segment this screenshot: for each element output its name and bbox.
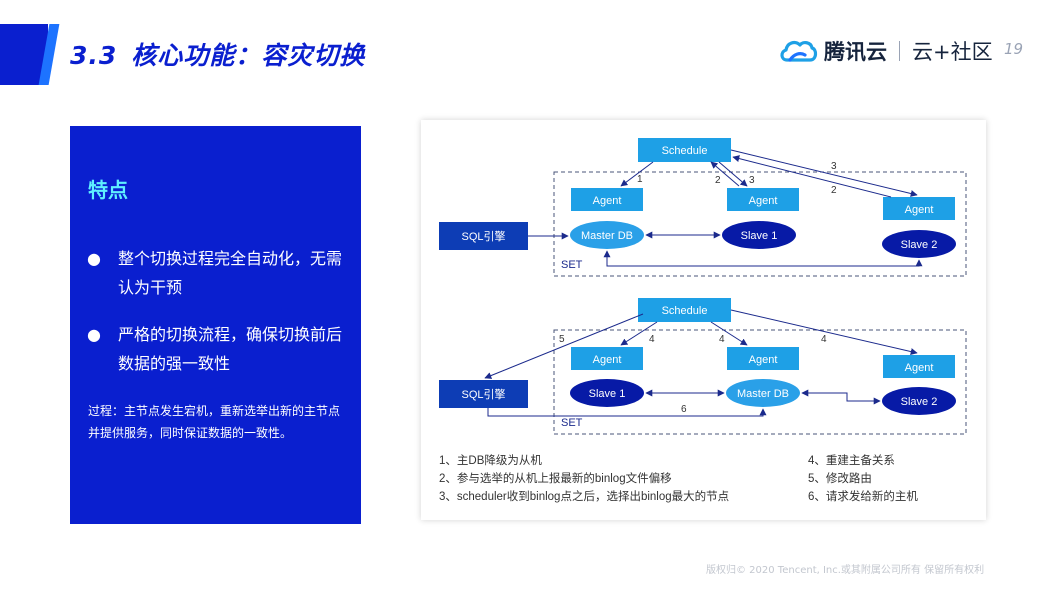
agent-box-bottom-2 (727, 347, 799, 370)
agent-label-bottom-2: Agent (749, 354, 778, 366)
slave-2-label-top: Slave 2 (901, 239, 938, 251)
slave-2-node-bottom (882, 387, 956, 415)
features-panel: 特点 ● 整个切换过程完全自动化，无需认为干预 ● 严格的切换流程，确保切换前后… (70, 126, 361, 524)
step-label-top-2b: 2 (831, 185, 837, 196)
feature-bullet-2: ● 严格的切换流程，确保切换前后数据的强一致性 (87, 320, 347, 378)
arrow-step-3a (718, 161, 748, 187)
arrow-step-1 (620, 161, 654, 187)
schedule-box-top (638, 138, 731, 162)
agent-box-bottom-1 (571, 347, 643, 370)
agent-label-top-1: Agent (593, 195, 622, 207)
section-title: 核心功能：容灾切换 (131, 41, 366, 70)
slave-2-label-bottom: Slave 2 (901, 396, 938, 408)
agent-label-bottom-1: Agent (593, 354, 622, 366)
arrow-step-2a (710, 161, 740, 187)
copyright-footer: 版权归© 2020 Tencent, Inc.或其附属公司所有 保留所有权利 (706, 565, 985, 576)
bullet-icon: ● (87, 249, 101, 268)
feature-bullet-1: ● 整个切换过程完全自动化，无需认为干预 (87, 244, 347, 302)
sql-engine-label-bottom: SQL引擎 (461, 387, 505, 401)
step-label-bottom-6: 6 (681, 404, 687, 415)
brand-logo: 腾讯云 云+社区 (778, 34, 993, 68)
legend-item-4: 4、重建主备关系 (808, 453, 895, 467)
arrow-step-3b (730, 149, 918, 197)
arrow-step-5 (484, 313, 644, 379)
cloud-logo-icon (780, 40, 818, 62)
step-label-top-3b: 3 (831, 161, 837, 172)
agent-box-bottom-3 (883, 355, 955, 378)
set-label-bottom: SET (561, 417, 583, 429)
legend-item-1: 1、主DB降级为从机 (439, 453, 542, 467)
arrow-step-4a (620, 321, 658, 346)
master-db-label-bottom: Master DB (737, 388, 789, 400)
slave-1-node-top (722, 221, 796, 249)
section-number: 3.3 (70, 41, 118, 70)
features-heading: 特点 (88, 178, 128, 202)
brand-name: 腾讯云 (824, 40, 887, 64)
feature-text-1: 整个切换过程完全自动化，无需认为干预 (118, 249, 343, 297)
arrow-master-slave2-bottom (801, 389, 881, 405)
step-label-top-1: 1 (637, 174, 643, 185)
step-label-bottom-4b: 4 (719, 334, 725, 345)
master-db-label-top: Master DB (581, 230, 633, 242)
step-label-bottom-5: 5 (559, 334, 565, 345)
step-label-bottom-4a: 4 (649, 334, 655, 345)
arrow-master-slave2-top (603, 250, 923, 267)
process-note: 过程：主节点发生宕机，重新选举出新的主节点并提供服务，同时保证数据的一致性。 (88, 404, 341, 440)
sql-engine-box-bottom (439, 380, 528, 408)
agent-box-top-1 (571, 188, 643, 211)
step-label-top-3a: 3 (749, 175, 755, 186)
arrow-step-6 (487, 408, 767, 417)
legend-item-3: 3、scheduler收到binlog点之后，选择出binlog最大的节点 (439, 489, 729, 503)
page-number: 19 (1004, 40, 1024, 58)
slave-1-node-bottom (570, 379, 644, 407)
slave-1-label-bottom: Slave 1 (589, 388, 626, 400)
legend-item-5: 5、修改路由 (808, 471, 872, 485)
agent-label-bottom-3: Agent (905, 362, 934, 374)
master-db-node-top (570, 221, 644, 249)
legend-item-6: 6、请求发给新的主机 (808, 489, 918, 503)
page-title: 3.3 核心功能：容灾切换 (70, 36, 365, 72)
arrow-step-2b (732, 155, 892, 198)
bullet-icon: ● (87, 325, 101, 344)
slave-1-label-top: Slave 1 (741, 230, 778, 242)
brand-divider (899, 41, 900, 61)
arrow-step-4b (710, 321, 748, 346)
master-db-node-bottom (726, 379, 800, 407)
agent-box-top-2 (727, 188, 799, 211)
schedule-box-bottom (638, 298, 731, 322)
schedule-label-top: Schedule (662, 145, 708, 157)
set-label-top: SET (561, 259, 583, 271)
step-label-bottom-4c: 4 (821, 334, 827, 345)
set-boundary-bottom (553, 329, 967, 435)
feature-text-2: 严格的切换流程，确保切换前后数据的强一致性 (118, 325, 343, 373)
brand-sub: 云+社区 (912, 40, 993, 64)
agent-box-top-3 (883, 197, 955, 220)
arrow-step-4c (730, 309, 918, 355)
agent-label-top-3: Agent (905, 204, 934, 216)
set-boundary-top (553, 171, 967, 277)
agent-label-top-2: Agent (749, 195, 778, 207)
sql-engine-box-top (439, 222, 528, 250)
sql-engine-label-top: SQL引擎 (461, 229, 505, 243)
failover-diagram: SET Schedule Agent Agent Agent SQL引擎 Mas… (421, 120, 986, 520)
schedule-label-bottom: Schedule (662, 305, 708, 317)
step-label-top-2a: 2 (715, 175, 721, 186)
legend-item-2: 2、参与选举的从机上报最新的binlog文件偏移 (439, 471, 672, 485)
